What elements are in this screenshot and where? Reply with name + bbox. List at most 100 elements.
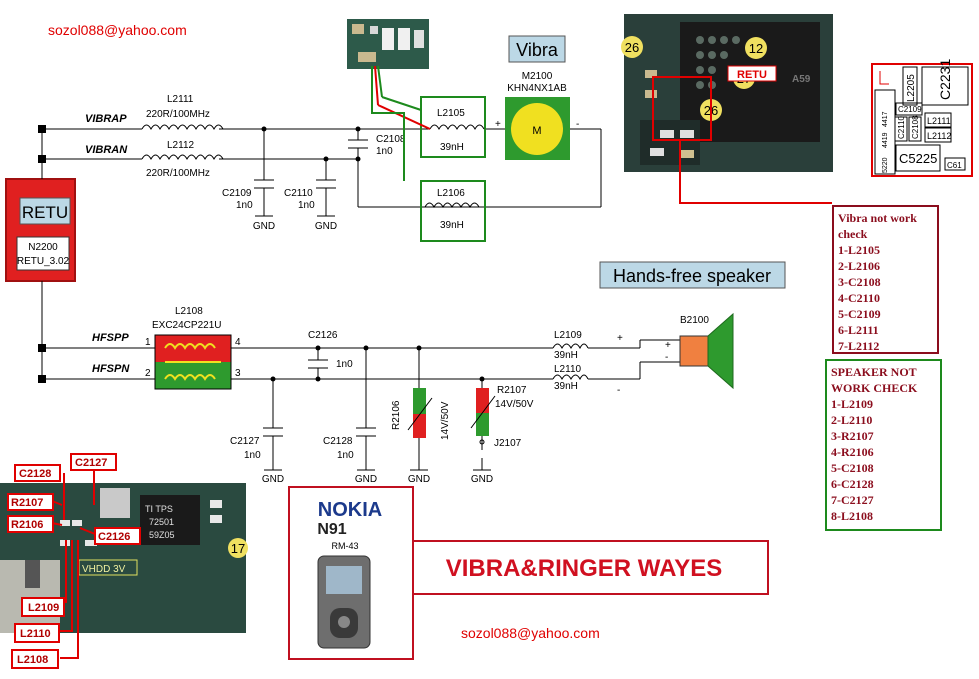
svg-text:4: 4 [235, 337, 241, 348]
retu-ref: N2200 [28, 242, 58, 253]
svg-text:C2127: C2127 [75, 457, 107, 469]
svg-text:C2108: C2108 [911, 115, 920, 139]
phone-code: RM-43 [331, 541, 358, 551]
capacitor-c2128: C2128 1n0 GND [323, 427, 377, 485]
svg-text:J2107: J2107 [494, 438, 522, 449]
speaker-wires [41, 281, 680, 470]
svg-text:C2231: C2231 [937, 59, 953, 100]
capacitor-c2126: C2126 1n0 [308, 330, 353, 370]
svg-text:L2110: L2110 [554, 364, 582, 375]
inductor-l2111: L2111 220R/100MHz [141, 94, 224, 131]
vibra-check-item: 1-L2105 [838, 243, 880, 257]
svg-text:C2109: C2109 [898, 105, 922, 114]
svg-text:L2106: L2106 [437, 188, 465, 199]
svg-text:3: 3 [235, 368, 241, 379]
svg-text:B2100: B2100 [680, 315, 709, 326]
svg-text:R2107: R2107 [497, 385, 527, 396]
svg-text:VHDD 3V: VHDD 3V [82, 564, 126, 575]
svg-text:GND: GND [471, 474, 493, 485]
svg-text:1n0: 1n0 [298, 200, 315, 211]
svg-text:2: 2 [145, 368, 151, 379]
speaker-check-item: 7-C2127 [831, 493, 874, 507]
svg-text:L2112: L2112 [927, 131, 951, 141]
title-banner [412, 540, 769, 595]
svg-text:17: 17 [231, 541, 245, 556]
vibra-check-item: 5-C2109 [838, 307, 881, 321]
svg-text:12: 12 [749, 41, 763, 56]
svg-text:C2127: C2127 [230, 436, 260, 447]
svg-text:R2106: R2106 [391, 400, 402, 430]
svg-text:KHN4NX1AB: KHN4NX1AB [507, 83, 567, 94]
svg-text:39nH: 39nH [554, 381, 578, 392]
speaker-b2100: B2100 + + - - [617, 312, 734, 396]
svg-text:39nH: 39nH [554, 350, 578, 361]
svg-text:L2205: L2205 [906, 74, 917, 102]
svg-text:5220: 5220 [882, 157, 889, 173]
inductor-l2109: L2109 39nH [552, 330, 589, 361]
vibra-heading: Vibra [516, 40, 559, 60]
varistor-r2106: R2106 14V/50V GND [391, 388, 451, 485]
vibra-check-item: 4-C2110 [838, 291, 880, 305]
speaker-check-item: 8-L2108 [831, 509, 873, 523]
svg-text:1n0: 1n0 [336, 359, 353, 370]
varistor-r2107: R2107 14V/50V J2107 GND [470, 385, 534, 485]
speaker-check-item: 3-R2107 [831, 429, 874, 443]
svg-text:39nH: 39nH [440, 142, 464, 153]
net-vibrap: VIBRAP [85, 113, 127, 125]
speaker-heading: Hands-free speaker [613, 266, 771, 286]
capacitor-c2109: C2109 1n0 GND [222, 179, 275, 232]
phone-model: N91 [317, 521, 346, 538]
choke-l2108: L2108 EXC24CP221U 1 4 2 3 [145, 306, 241, 390]
phone-panel: NOKIA N91 RM-43 [288, 486, 414, 660]
svg-text:C2128: C2128 [323, 436, 353, 447]
svg-text:R2107: R2107 [11, 497, 43, 509]
svg-text:1n0: 1n0 [236, 200, 253, 211]
inductor-l2112: L2112 220R/100MHz [141, 140, 224, 179]
net-vibran: VIBRAN [85, 144, 128, 156]
svg-text:59Z05: 59Z05 [149, 530, 175, 540]
net-hfspp: HFSPP [92, 332, 129, 344]
inductor-l2105: L2105 39nH [420, 96, 486, 158]
svg-text:39nH: 39nH [440, 220, 464, 231]
speaker-junctions [38, 344, 485, 383]
svg-text:4417: 4417 [882, 111, 889, 127]
svg-text:GND: GND [315, 221, 337, 232]
vibra-check-item: 6-L2111 [838, 323, 879, 337]
vibra-wires [41, 128, 602, 216]
svg-text:26: 26 [625, 40, 639, 55]
phone-image [317, 555, 371, 649]
svg-text:GND: GND [253, 221, 275, 232]
retu-name: RETU_3.02 [17, 256, 70, 267]
svg-text:M2100: M2100 [522, 71, 553, 82]
speaker-check-item: 2-L2110 [831, 413, 873, 427]
speaker-check-item: 5-C2108 [831, 461, 874, 475]
vibra-check-title: Vibra not work check [838, 211, 917, 241]
svg-text:M: M [532, 125, 541, 137]
svg-text:C2126: C2126 [98, 531, 130, 543]
retu-block: RETU N2200 RETU_3.02 [5, 178, 76, 282]
vibra-check-item: 3-C2108 [838, 275, 881, 289]
svg-text:C2128: C2128 [19, 468, 51, 480]
svg-text:-: - [576, 119, 579, 130]
svg-text:L2111: L2111 [927, 116, 951, 126]
svg-text:L2109: L2109 [28, 602, 59, 614]
email-bottom: sozol088@yahoo.com [461, 625, 600, 641]
svg-text:-: - [617, 385, 620, 396]
svg-text:A59: A59 [792, 74, 811, 85]
svg-text:L2109: L2109 [554, 330, 582, 341]
svg-text:GND: GND [408, 474, 430, 485]
svg-text:1n0: 1n0 [244, 450, 261, 461]
svg-text:4419: 4419 [882, 132, 889, 148]
svg-text:1n0: 1n0 [376, 146, 393, 157]
vibra-junctions [38, 125, 361, 163]
svg-text:EXC24CP221U: EXC24CP221U [152, 320, 221, 331]
main-title: VIBRA&RINGER WAYES [446, 555, 723, 582]
svg-text:1: 1 [145, 337, 151, 348]
svg-text:C2126: C2126 [308, 330, 338, 341]
svg-text:L2105: L2105 [437, 108, 465, 119]
svg-text:TI TPS: TI TPS [145, 504, 173, 514]
email-top: sozol088@yahoo.com [48, 22, 187, 38]
capacitor-c2127: C2127 1n0 GND [230, 427, 284, 485]
svg-text:C2110: C2110 [897, 115, 906, 139]
